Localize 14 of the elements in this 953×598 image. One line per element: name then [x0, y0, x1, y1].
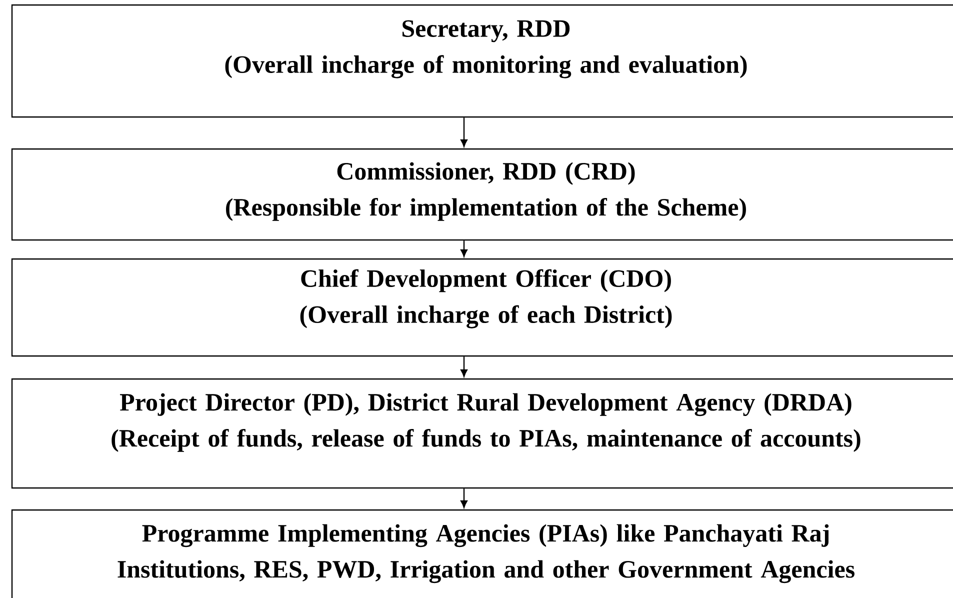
box — [11, 509, 953, 598]
box-text: Project Director (PD), District Rural Development Agency (DRDA) (Receipt of funds, release of funds to PIAs, maintenance of accounts) — [112, 393, 860, 452]
arrow — [460, 356, 468, 377]
arrow — [460, 240, 468, 257]
box — [11, 258, 953, 357]
arrow — [460, 118, 468, 147]
box-text: Commissioner, RDD (CRD) (Responsible for implementation of the Scheme) — [226, 162, 746, 221]
box-text: Secretary, RDD (Overall incharge of monitoring and evaluation) — [225, 20, 747, 78]
box-text: Chief Development Officer (CDO) (Overall incharge of each District) — [300, 269, 672, 328]
box — [11, 148, 953, 241]
box — [11, 4, 953, 118]
box-text: Programme Implementing Agencies (PIAs) like Panchayati Raj Institutions, RES, PWD, Irrigation and other Government Agencies — [118, 524, 854, 584]
arrow — [460, 488, 468, 508]
box — [11, 378, 953, 489]
